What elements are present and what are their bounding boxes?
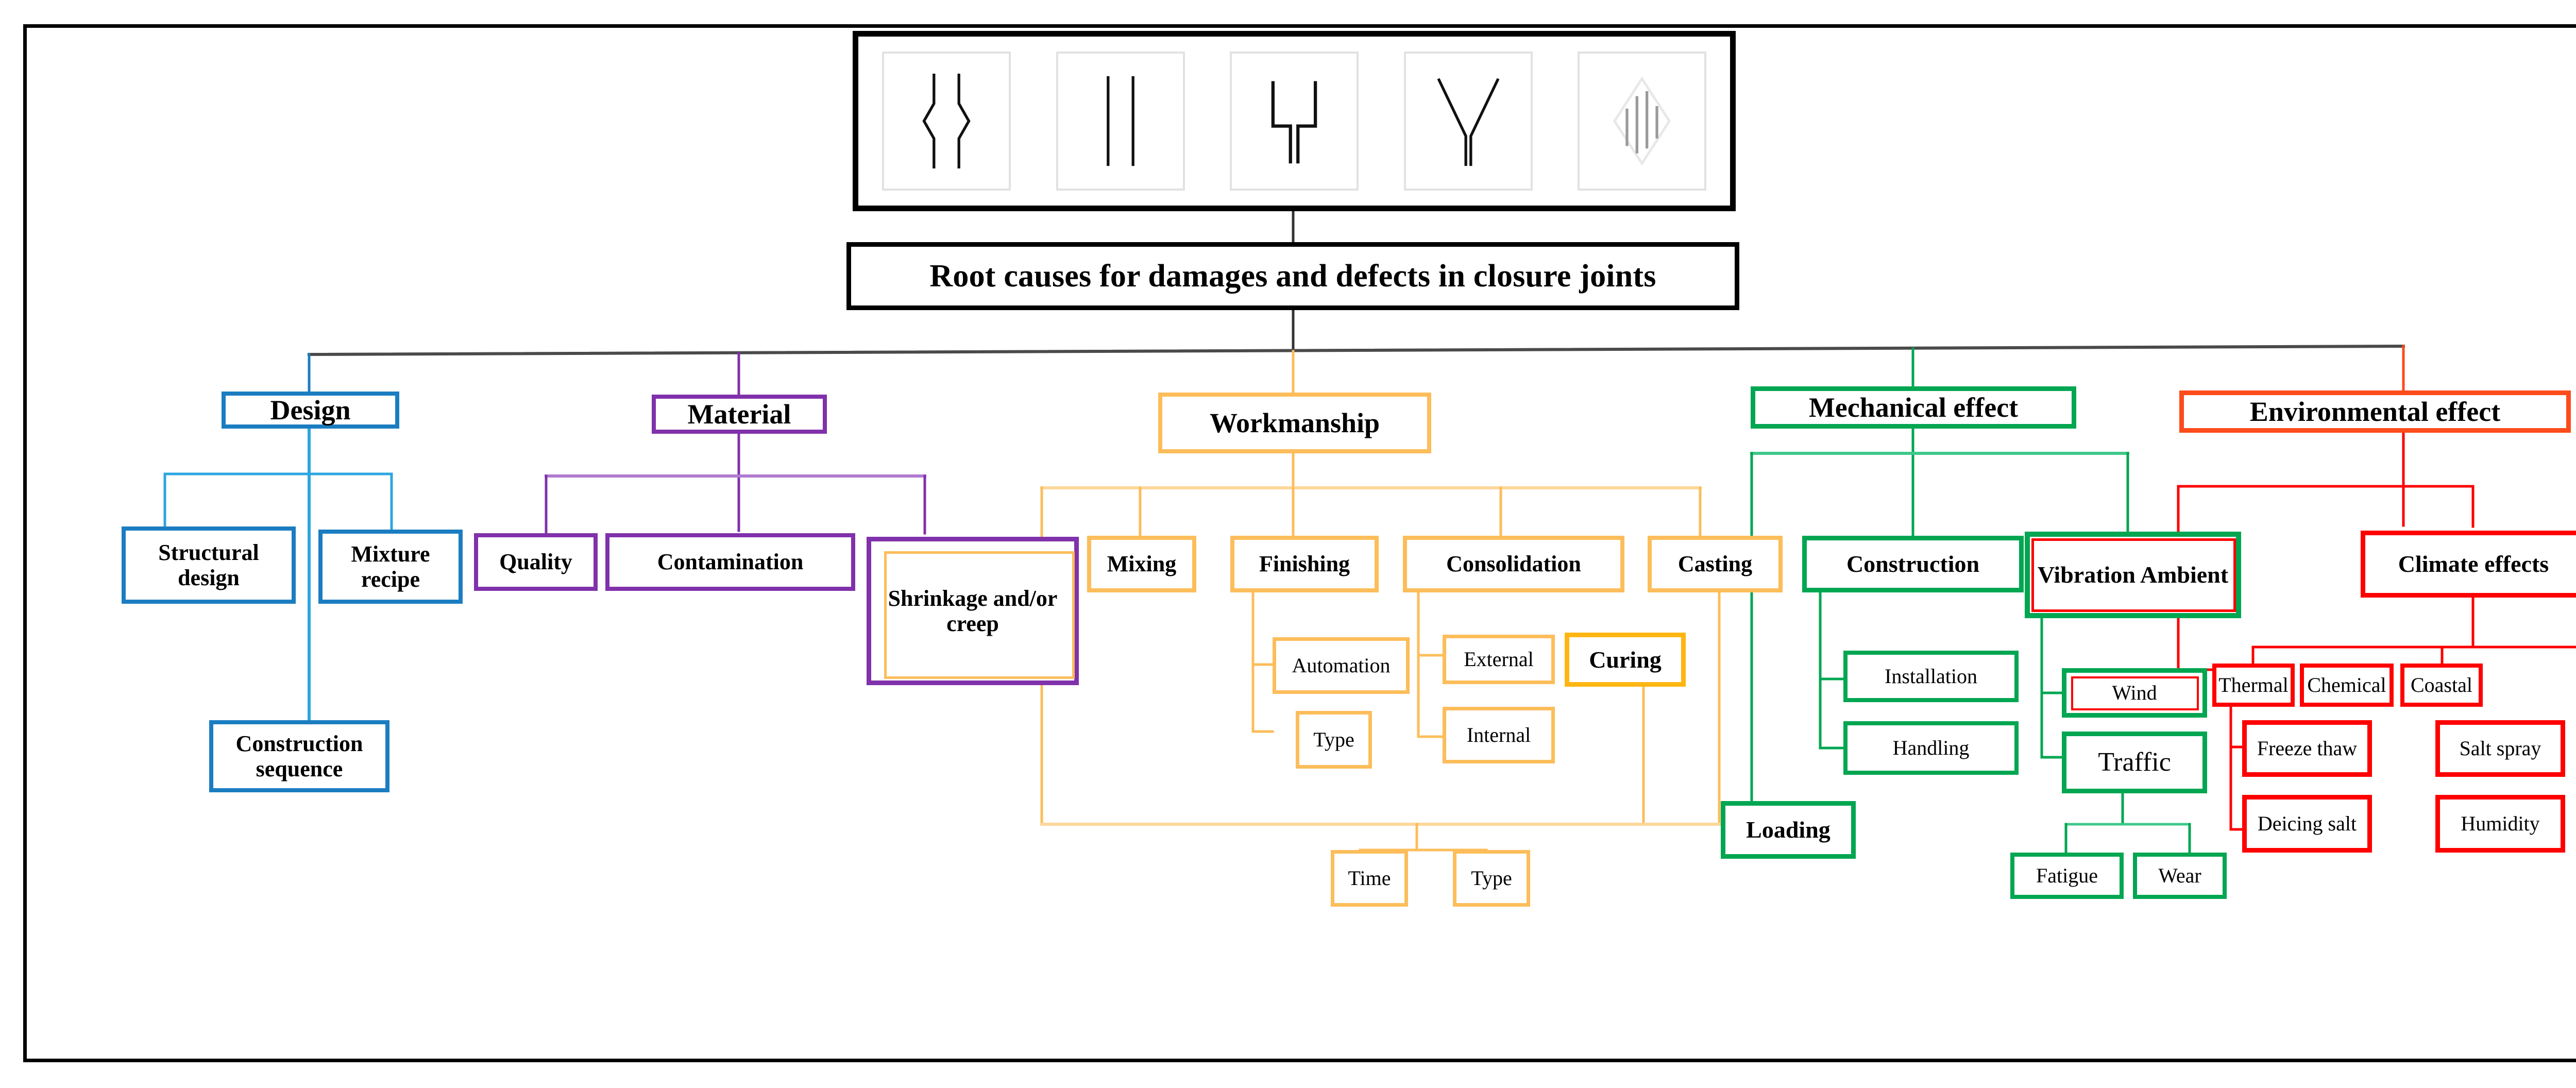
node-traffic[interactable]: Traffic (2062, 732, 2207, 793)
node-shrinkage-creep[interactable]: Shrinkage and/or creep (867, 537, 1079, 685)
joint-parallel-icon (1056, 52, 1185, 191)
joint-crack-icon (1578, 52, 1706, 191)
node-finishing[interactable]: Finishing (1230, 536, 1379, 592)
branch-head-design[interactable]: Design (222, 392, 399, 429)
branch-head-environmental-effect[interactable]: Environmental effect (2179, 390, 2571, 433)
root-cause-title-box: Root causes for damages and defects in c… (846, 242, 1739, 310)
node-coastal[interactable]: Coastal (2400, 664, 2483, 707)
node-casting[interactable]: Casting (1648, 536, 1783, 592)
node-curing[interactable]: Curing (1565, 633, 1686, 687)
branch-head-material[interactable]: Material (652, 395, 827, 434)
node-vibration-ambient[interactable]: Vibration Ambient (2025, 532, 2241, 618)
node-external[interactable]: External (1443, 635, 1555, 684)
node-vibration-ambient-inner-outline (2031, 538, 2236, 612)
node-climate-effects[interactable]: Climate effects (2361, 531, 2576, 598)
node-construction[interactable]: Construction (1802, 536, 2024, 592)
node-thermal[interactable]: Thermal (2212, 664, 2295, 707)
node-loading[interactable]: Loading (1721, 801, 1856, 859)
node-finishing-type[interactable]: Type (1296, 711, 1372, 769)
node-deicing-salt[interactable]: Deicing salt (2242, 795, 2372, 853)
branch-head-mechanical-effect[interactable]: Mechanical effect (1751, 386, 2076, 429)
node-wind-inner-outline (2071, 676, 2199, 710)
node-curing-time[interactable]: Time (1331, 850, 1408, 907)
node-consolidation[interactable]: Consolidation (1403, 536, 1624, 592)
node-mixing[interactable]: Mixing (1087, 536, 1196, 592)
joint-icon-strip (853, 31, 1736, 211)
node-wear[interactable]: Wear (2133, 853, 2227, 899)
branch-head-workmanship[interactable]: Workmanship (1158, 393, 1431, 453)
page-title: Root causes for damages and defects in c… (929, 258, 1656, 294)
node-handling[interactable]: Handling (1843, 721, 2019, 775)
node-installation[interactable]: Installation (1843, 651, 2019, 702)
node-contamination[interactable]: Contamination (605, 533, 855, 591)
node-mixture-recipe[interactable]: Mixture recipe (318, 530, 463, 604)
node-structural-design[interactable]: Structural design (122, 526, 296, 604)
node-shrinkage-creep-inner-outline (884, 551, 1075, 679)
node-internal[interactable]: Internal (1443, 707, 1555, 763)
node-curing-type[interactable]: Type (1453, 850, 1530, 907)
joint-bulge-icon (882, 52, 1011, 191)
node-automation[interactable]: Automation (1273, 637, 1410, 694)
node-fatigue[interactable]: Fatigue (2010, 853, 2124, 899)
node-chemical[interactable]: Chemical (2300, 664, 2394, 707)
node-freeze-thaw[interactable]: Freeze thaw (2242, 720, 2372, 777)
node-construction-sequence[interactable]: Construction sequence (209, 720, 389, 792)
joint-step-icon (1230, 52, 1359, 191)
node-humidity[interactable]: Humidity (2435, 795, 2565, 853)
joint-vshape-icon (1403, 52, 1533, 191)
node-salt-spray[interactable]: Salt spray (2435, 720, 2565, 777)
node-quality[interactable]: Quality (474, 533, 598, 591)
